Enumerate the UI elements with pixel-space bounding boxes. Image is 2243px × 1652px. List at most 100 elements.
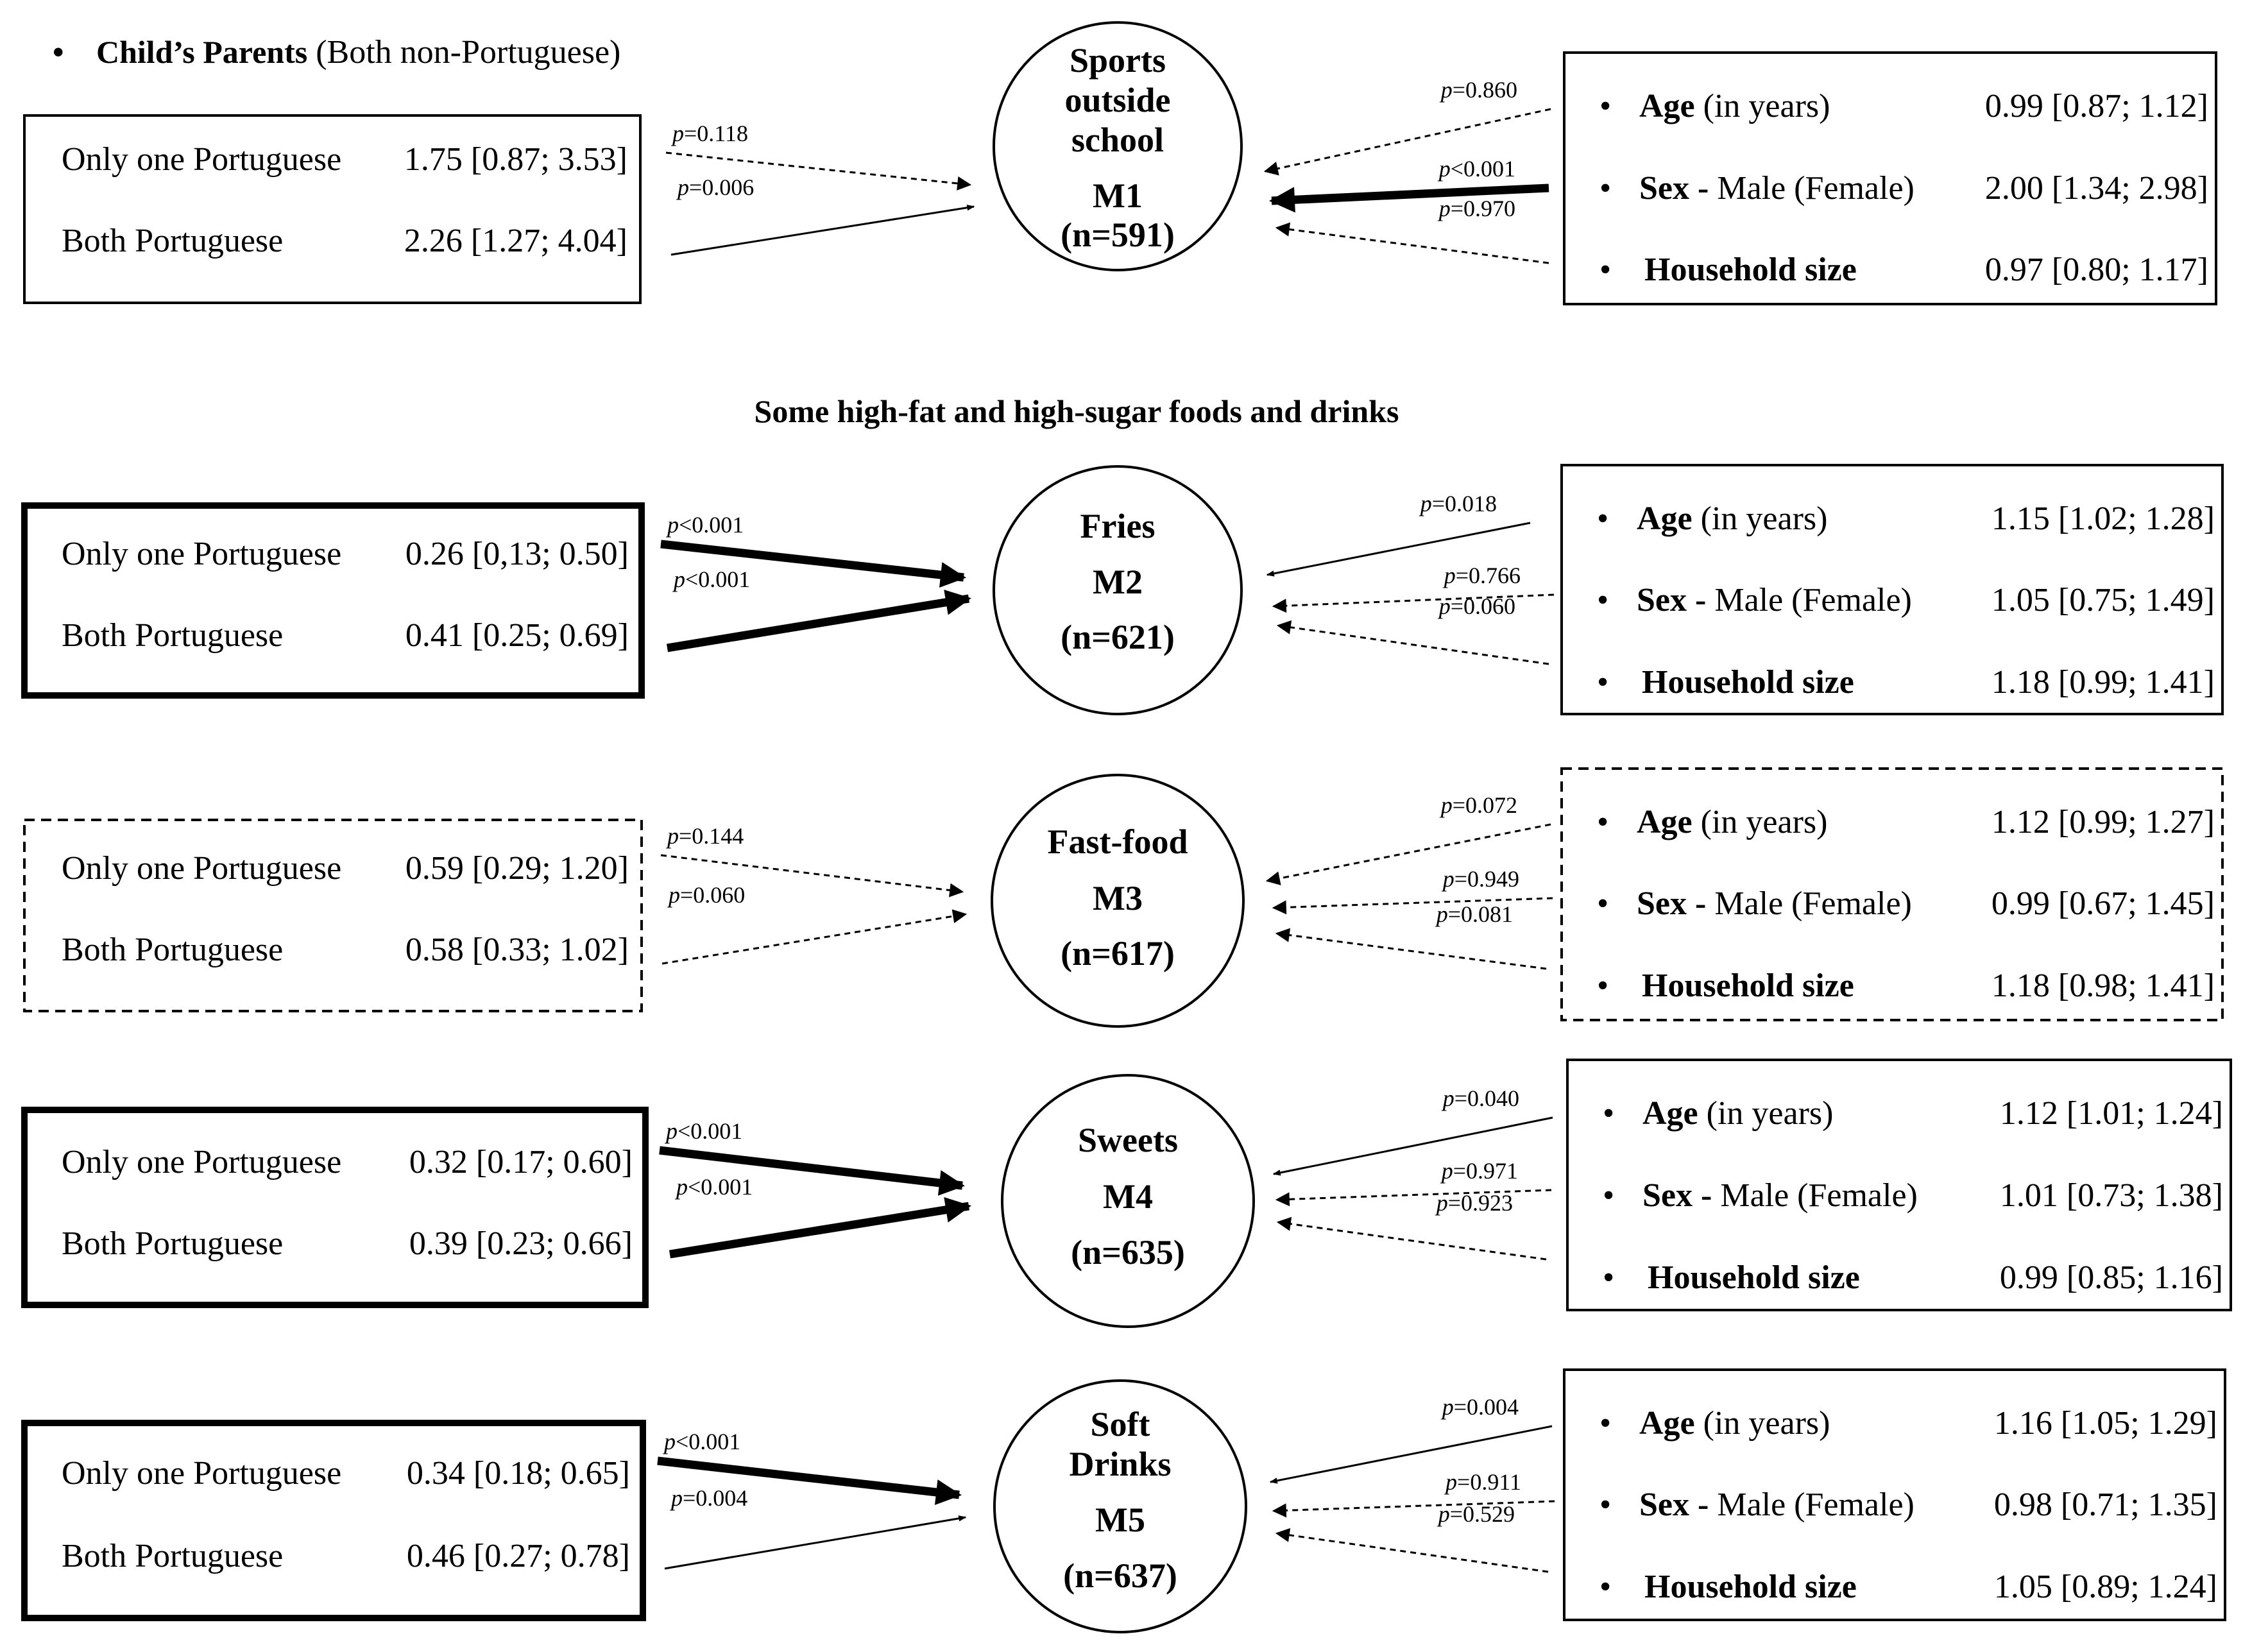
p-value-label: p=0.060 xyxy=(1437,593,1515,619)
p-symbol: p xyxy=(1441,1086,1454,1111)
p-value-label: p=0.118 xyxy=(670,121,748,146)
odds-ratio-value: 0.41 [0.25; 0.69] xyxy=(405,617,629,654)
parents-label: Only one Portuguese xyxy=(62,1144,341,1180)
section-title: Some high-fat and high-sugar foods and d… xyxy=(755,393,1399,429)
covariate-detail: Male (Female) xyxy=(1706,885,1912,922)
p-value-label: p=0.060 xyxy=(667,882,745,908)
odds-ratio-value: 0.46 [0.27; 0.78] xyxy=(407,1538,630,1574)
parents-label: Both Portuguese xyxy=(62,1225,283,1262)
p-value-label: p=0.529 xyxy=(1437,1501,1515,1527)
p-value: =0.970 xyxy=(1451,196,1515,221)
odds-ratio-value: 1.18 [0.98; 1.41] xyxy=(1991,967,2215,1004)
p-value-label: p<0.001 xyxy=(674,1174,753,1200)
p-symbol: p xyxy=(1439,77,1453,103)
p-symbol: p xyxy=(1439,792,1453,818)
p-value-label: p=0.971 xyxy=(1440,1158,1518,1184)
model-node-circle xyxy=(993,465,1243,715)
p-value-label: p=0.144 xyxy=(665,823,744,849)
bullet: • xyxy=(1603,1095,1614,1132)
odds-ratio-value: 0.39 [0.23; 0.66] xyxy=(409,1225,633,1262)
p-value: =0.004 xyxy=(1454,1394,1519,1420)
model-node-label: Fast-food xyxy=(1048,822,1188,861)
covariate-name: Age xyxy=(1637,804,1693,840)
p-value-label: p<0.001 xyxy=(1437,156,1515,182)
bullet: • xyxy=(1599,1569,1611,1605)
covariate-arrow xyxy=(1266,522,1531,577)
covariate-label: Sex - Male (Female) xyxy=(1637,885,1912,922)
covariates-box xyxy=(1560,767,2224,1021)
odds-ratio-value: 2.26 [1.27; 4.04] xyxy=(404,223,627,259)
covariate-detail: Male (Female) xyxy=(1712,1177,1918,1214)
covariate-name: Age xyxy=(1642,1095,1698,1132)
covariates-box xyxy=(1563,1368,2226,1621)
p-symbol: p xyxy=(662,1429,676,1454)
predictor-arrow xyxy=(660,540,966,588)
p-value: =0.004 xyxy=(683,1485,747,1511)
p-symbol: p xyxy=(1435,901,1448,927)
odds-ratio-value: 2.00 [1.34; 2.98] xyxy=(1985,170,2208,207)
model-node-circle xyxy=(991,774,1245,1028)
p-value: =0.923 xyxy=(1448,1190,1513,1216)
parents-box xyxy=(21,502,645,699)
p-value-label: p=0.970 xyxy=(1437,196,1515,221)
covariate-arrow xyxy=(1272,897,1553,915)
predictor-arrow xyxy=(670,204,975,256)
parents-label: Only one Portuguese xyxy=(62,850,341,887)
predictor-arrow xyxy=(669,1196,971,1259)
covariate-name: Sex - xyxy=(1639,170,1709,207)
model-node-label: Sports xyxy=(1070,41,1166,80)
predictor-arrow xyxy=(666,590,971,652)
covariate-label: Household size xyxy=(1642,664,1854,701)
p-value-label: p=0.040 xyxy=(1441,1086,1519,1111)
p-symbol: p xyxy=(1441,866,1454,892)
p-value: =0.766 xyxy=(1456,563,1521,588)
odds-ratio-value: 1.05 [0.89; 1.24] xyxy=(1994,1569,2217,1605)
p-value-label: p<0.001 xyxy=(672,566,750,592)
p-value: =0.971 xyxy=(1453,1158,1518,1184)
p-value: <0.001 xyxy=(678,1118,742,1144)
parents-label: Both Portuguese xyxy=(62,223,283,259)
p-symbol: p xyxy=(1419,491,1432,516)
odds-ratio-value: 0.97 [0.80; 1.17] xyxy=(1985,251,2208,288)
parents-box xyxy=(21,1420,646,1621)
covariate-label: Age (in years) xyxy=(1637,804,1827,840)
covariates-box xyxy=(1563,51,2217,305)
covariate-name: Household size xyxy=(1642,664,1854,701)
p-value: <0.001 xyxy=(1451,156,1515,182)
covariate-name: Age xyxy=(1637,500,1693,537)
covariate-label: Household size xyxy=(1644,251,1857,288)
odds-ratio-value: 1.16 [1.05; 1.29] xyxy=(1994,1405,2217,1442)
covariate-arrow xyxy=(1276,620,1549,665)
header-normal: (Both non-Portuguese) xyxy=(307,34,620,71)
model-node-label: M4 xyxy=(1103,1177,1153,1216)
covariate-arrow xyxy=(1275,1189,1552,1207)
p-value: =0.060 xyxy=(680,882,745,908)
covariate-label: Sex - Male (Female) xyxy=(1637,582,1912,618)
p-value: =0.860 xyxy=(1453,77,1517,103)
p-value-label: p=0.766 xyxy=(1442,563,1521,588)
model-node-label: (n=637) xyxy=(1063,1556,1177,1595)
odds-ratio-value: 0.58 [0.33; 1.02] xyxy=(405,932,629,968)
odds-ratio-value: 0.99 [0.67; 1.45] xyxy=(1991,885,2215,922)
covariate-name: Age xyxy=(1639,88,1695,124)
p-value-label: p=0.006 xyxy=(676,175,754,200)
model-node-label: (n=591) xyxy=(1061,216,1175,254)
covariate-name: Household size xyxy=(1644,251,1857,288)
odds-ratio-value: 0.98 [0.71; 1.35] xyxy=(1994,1486,2217,1523)
covariate-arrow xyxy=(1265,823,1551,885)
covariate-arrow xyxy=(1275,928,1547,970)
bullet: • xyxy=(1603,1259,1614,1296)
model-node-label: Soft xyxy=(1091,1405,1150,1443)
parents-box xyxy=(21,1107,649,1308)
p-value-label: p=0.860 xyxy=(1439,77,1517,103)
model-node-circle xyxy=(993,21,1243,271)
covariate-detail: (in years) xyxy=(1695,88,1830,124)
covariate-name: Household size xyxy=(1642,967,1854,1004)
bullet: • xyxy=(1597,582,1608,618)
p-value: =0.018 xyxy=(1432,491,1497,516)
parents-box xyxy=(23,819,643,1012)
bullet: • xyxy=(1599,1405,1611,1442)
covariate-arrow xyxy=(1272,593,1555,613)
